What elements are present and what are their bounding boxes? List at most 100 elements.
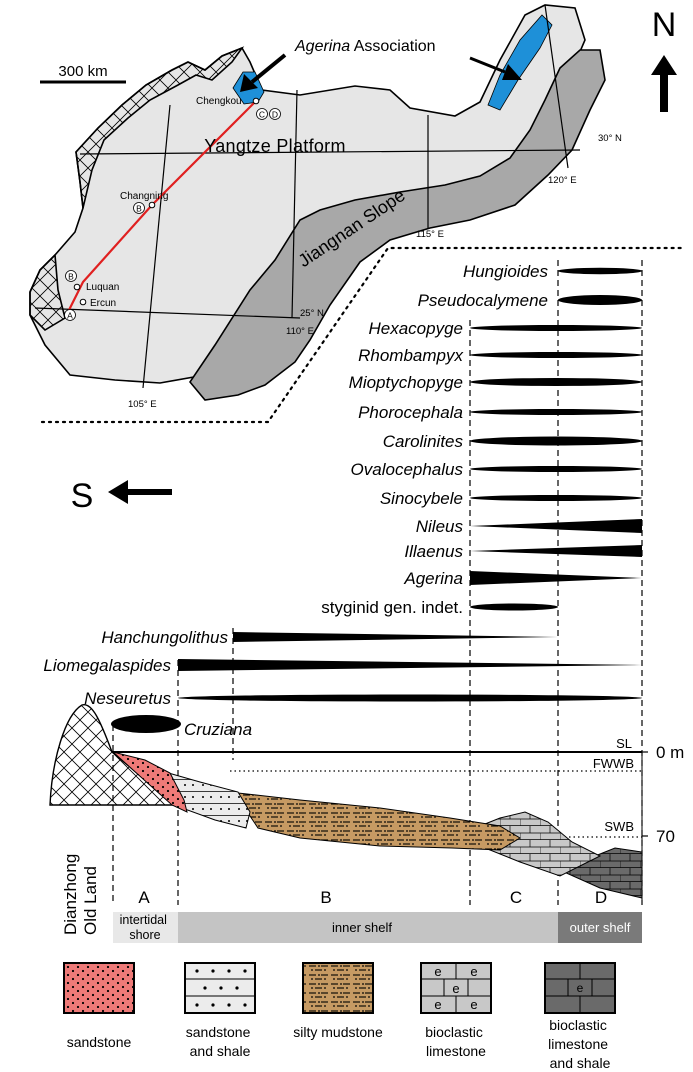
legend-item-sandstone-shale: sandstone and shale bbox=[184, 962, 256, 1059]
taxon-label-liomegalaspides: Liomegalaspides bbox=[43, 656, 171, 675]
lat-25-label: 25° N bbox=[300, 308, 324, 319]
taxon-range-hungioides bbox=[558, 267, 642, 275]
taxon-range-pseudocalymene bbox=[558, 295, 642, 305]
taxon-label-pseudocalymene: Pseudocalymene bbox=[418, 291, 548, 310]
arrow-head-west-icon bbox=[240, 74, 258, 92]
taxon-range-phorocephala bbox=[470, 409, 642, 415]
zone-a-letter: A bbox=[138, 888, 150, 907]
taxon-range-nileus bbox=[470, 519, 642, 533]
south-label: S bbox=[71, 477, 94, 515]
zone-c-letter: C bbox=[510, 888, 522, 907]
zone-d-name: outer shelf bbox=[570, 920, 631, 935]
old-land-label-line1: Dianzhong bbox=[61, 854, 80, 935]
zone-bar-outer-shelf bbox=[558, 912, 642, 943]
arrow-head-east-icon bbox=[502, 64, 522, 80]
taxon-label-hungioides: Hungioides bbox=[463, 262, 549, 281]
taxon-range-hanchungolithus bbox=[233, 632, 558, 642]
association-word: Association bbox=[350, 38, 435, 55]
section-marker-a: A bbox=[67, 311, 73, 321]
cruziana-range bbox=[111, 715, 181, 733]
svg-text:e: e bbox=[452, 981, 459, 996]
locality-chengkou: Chengkou C D bbox=[196, 96, 281, 120]
taxon-label-rhombampyx: Rhombampyx bbox=[358, 346, 463, 365]
association-label: Agerina Association bbox=[294, 38, 436, 55]
graticule-lines bbox=[34, 4, 581, 389]
section-marker-b-luquan: B bbox=[68, 272, 74, 282]
zone-a-name-line2: shore bbox=[129, 928, 160, 942]
map-inset-dotted-border bbox=[40, 246, 687, 424]
svg-text:e: e bbox=[434, 964, 441, 979]
taxon-range-carolinites bbox=[470, 436, 642, 446]
taxon-label-carolinites: Carolinites bbox=[383, 432, 464, 451]
south-arrow-icon bbox=[108, 480, 172, 504]
taxon-range-ovalocephalus bbox=[470, 466, 642, 472]
palaeogeographic-map: 300 km N Agerina Association Yangtze Pla… bbox=[29, 4, 677, 410]
swb-label: SWB bbox=[604, 819, 634, 834]
svg-text:e: e bbox=[470, 964, 477, 979]
taxon-label-nileus: Nileus bbox=[416, 517, 464, 536]
locality-luquan: Luquan B bbox=[65, 270, 119, 293]
agerina-association-east bbox=[487, 14, 553, 111]
zone-d-letter: D bbox=[595, 888, 607, 907]
section-marker-b: B bbox=[136, 204, 142, 214]
taxon-range-rhombampyx bbox=[470, 352, 642, 358]
association-genus: Agerina bbox=[294, 38, 350, 55]
locality-chengkou-label: Chengkou bbox=[196, 96, 242, 107]
lith-silty-mudstone bbox=[237, 792, 521, 851]
north-arrow-icon bbox=[651, 55, 677, 112]
lon-105-label: 105° E bbox=[128, 399, 157, 410]
depth-zero-label: 0 m bbox=[656, 743, 684, 762]
lith-sandstone bbox=[112, 751, 188, 813]
svg-text:e: e bbox=[577, 981, 584, 995]
lon-115-label: 115° E bbox=[416, 229, 444, 240]
legend-bioclastic-limestone-shale-label: bioclastic limestone and shale bbox=[548, 1017, 612, 1071]
svg-text:e: e bbox=[434, 997, 441, 1012]
taxon-range-agerina bbox=[470, 571, 642, 585]
svg-text:e: e bbox=[470, 997, 477, 1012]
locality-changning: Changning B bbox=[120, 191, 168, 214]
taxon-range-neseuretus bbox=[178, 694, 642, 702]
association-arrows bbox=[240, 53, 522, 92]
legend-item-bioclastic-limestone-shale: e bioclastic limestone and shale bbox=[544, 962, 616, 1071]
taxon-label-mioptychopyge: Mioptychopyge bbox=[349, 373, 463, 392]
depth-70-label: 70 bbox=[656, 827, 675, 846]
taxon-range-illaenus bbox=[470, 545, 642, 557]
zone-a-name-line1: intertidal bbox=[120, 913, 167, 927]
taxa-range-chart: HungioidesPseudocalymeneHexacopygeRhomba… bbox=[43, 262, 642, 739]
lithology-legend: sandstone sandstone and shale silty muds… bbox=[63, 962, 616, 1071]
sedimentary-profile: SL FWWB SWB 0 m 70 Dianzhong Old Land A … bbox=[49, 704, 684, 943]
zone-a-name: intertidal shore bbox=[120, 913, 171, 942]
upland-north bbox=[75, 46, 245, 209]
legend-silty-mudstone-label: silty mudstone bbox=[293, 1024, 383, 1040]
taxon-label-sinocybele: Sinocybele bbox=[380, 489, 463, 508]
taxon-range-sinocybele bbox=[470, 495, 642, 501]
lat-30-label: 30° N bbox=[598, 133, 622, 144]
lith-bioclastic-limestone bbox=[474, 811, 602, 877]
old-land-label: Dianzhong Old Land bbox=[61, 849, 100, 935]
taxa-labels: HungioidesPseudocalymeneHexacopygeRhomba… bbox=[43, 262, 548, 739]
jiangnan-slope-area bbox=[189, 49, 606, 401]
north-label: N bbox=[652, 6, 677, 44]
taxon-label-ovalocephalus: Ovalocephalus bbox=[351, 460, 464, 479]
locality-ercun-label: Ercun bbox=[90, 298, 116, 309]
platform-label: Yangtze Platform bbox=[204, 136, 346, 156]
sl-label: SL bbox=[616, 736, 632, 751]
taxon-label-neseuretus: Neseuretus bbox=[84, 689, 171, 708]
zone-b-name: inner shelf bbox=[332, 920, 392, 935]
taxon-label-agerina: Agerina bbox=[403, 569, 463, 588]
legend-item-bioclastic-limestone: e e e e e bioclastic limestone bbox=[420, 962, 492, 1059]
taxon-label-phorocephala: Phorocephala bbox=[358, 403, 463, 422]
lon-120-label: 120° E bbox=[548, 175, 577, 186]
section-marker-d: D bbox=[272, 110, 278, 120]
scale-label: 300 km bbox=[58, 63, 107, 80]
legend-item-silty-mudstone: silty mudstone bbox=[293, 962, 383, 1040]
lon-110-label: 110° E bbox=[286, 326, 314, 337]
section-marker-c: C bbox=[259, 110, 265, 120]
legend-sandstone-shale-label: sandstone and shale bbox=[186, 1024, 255, 1059]
legend-bioclastic-limestone-label: bioclastic limestone bbox=[425, 1024, 486, 1059]
taxon-range-mioptychopyge bbox=[470, 378, 642, 386]
taxon-label-illaenus: Illaenus bbox=[404, 542, 463, 561]
zone-b-letter: B bbox=[320, 888, 331, 907]
locality-luquan-label: Luquan bbox=[86, 282, 119, 293]
